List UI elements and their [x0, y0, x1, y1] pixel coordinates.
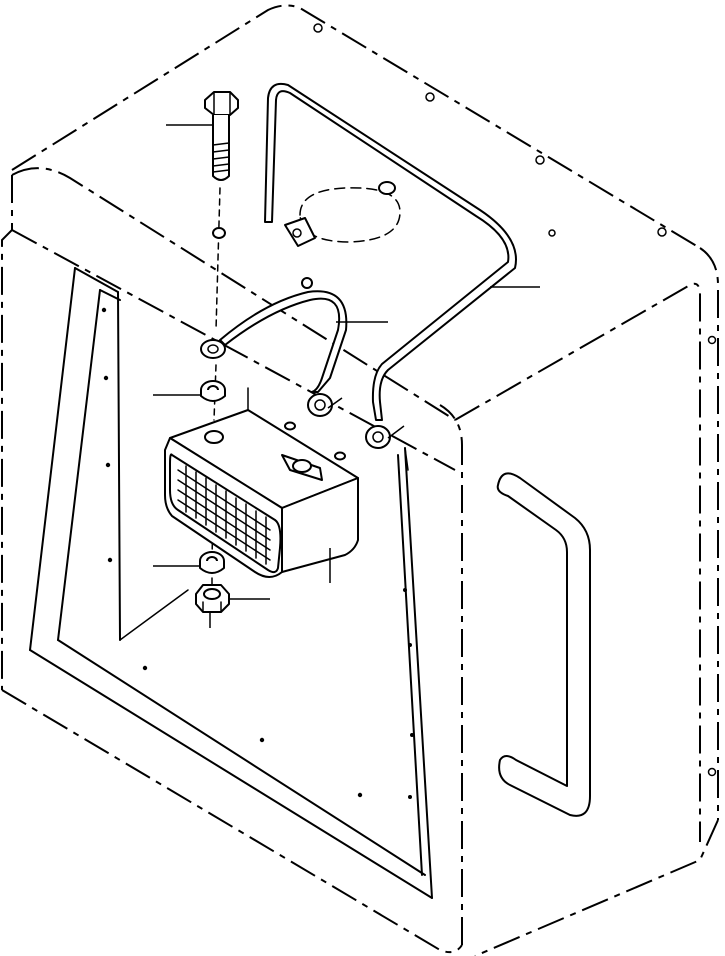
side-handle — [496, 472, 591, 817]
washer-icon — [212, 227, 226, 239]
window-opening — [29, 267, 433, 899]
ground-cable-icon — [200, 82, 517, 449]
nut-icon — [195, 584, 230, 613]
roof-hatch — [284, 181, 401, 289]
callout-leader-terminal-1 — [327, 397, 343, 409]
washer-icon — [200, 380, 226, 402]
lamp-housing-icon — [164, 387, 359, 578]
cab-housing — [1, 4, 719, 956]
washer-icon — [199, 551, 225, 574]
callout-leaders — [153, 124, 540, 628]
flange-holes — [313, 23, 717, 777]
callout-leader-terminal-2 — [387, 425, 405, 439]
bolt-icon — [204, 91, 239, 181]
